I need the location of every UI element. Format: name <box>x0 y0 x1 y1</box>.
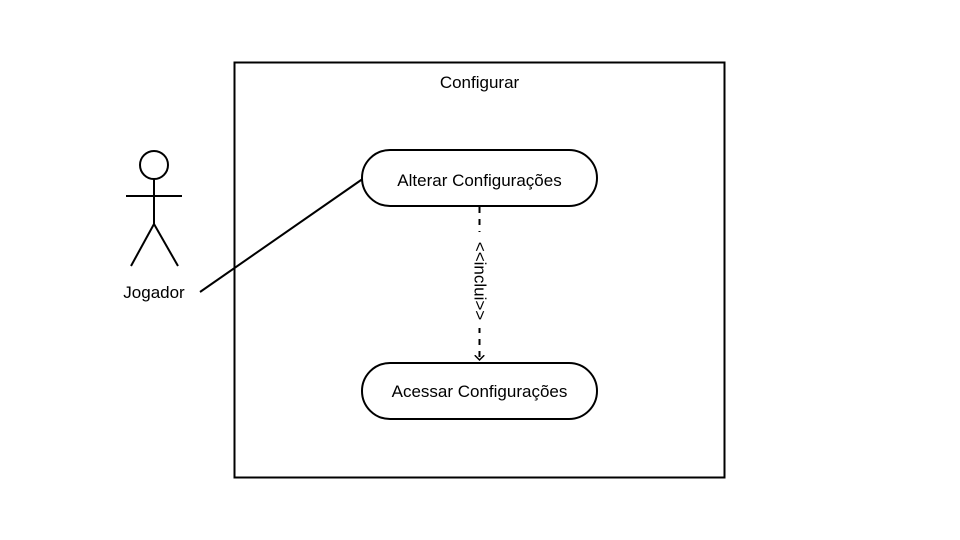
system-boundary <box>233 61 726 479</box>
use-case-label-acessar: Acessar Configurações <box>392 382 568 401</box>
actor-name: Jogador <box>123 283 185 302</box>
use-case-acessar-configuracoes <box>361 362 598 420</box>
include-label: <<inclui>> <box>471 242 490 321</box>
use-case-label-alterar: Alterar Configurações <box>397 171 561 190</box>
system-title: Configurar <box>440 73 520 92</box>
association-line <box>199 177 365 293</box>
include-label-background <box>471 232 488 328</box>
actor-left-leg <box>130 223 155 267</box>
use-case-alterar-configuracoes <box>361 149 598 207</box>
actor-right-leg <box>153 223 179 267</box>
actor-jogador <box>126 150 182 267</box>
actor-head <box>139 150 169 180</box>
